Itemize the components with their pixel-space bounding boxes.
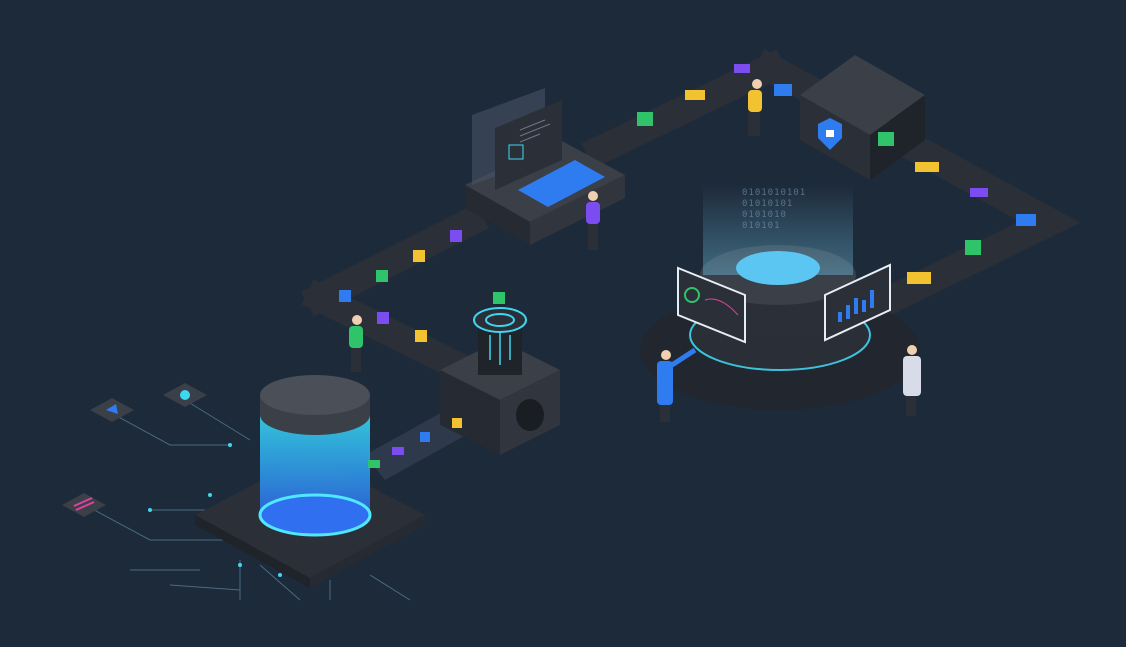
person-labcoat (903, 345, 921, 416)
person-purple (586, 191, 600, 250)
analytics-platform (640, 185, 920, 410)
person-yellow (748, 79, 762, 136)
people (349, 79, 921, 422)
binary-line: 0101010 (742, 210, 787, 220)
binary-line: 010101 (742, 221, 781, 231)
binary-line: 01010101 (742, 199, 794, 209)
circuit-lines (84, 399, 411, 601)
data-cubes (339, 64, 1036, 468)
binary-line: 0101010101 (742, 188, 807, 198)
floating-chips (62, 383, 207, 517)
database-cylinder (195, 375, 425, 588)
security-gateway (800, 55, 925, 180)
circuit-nodes (148, 443, 282, 577)
person-blue (657, 347, 697, 422)
processing-box (440, 307, 560, 455)
conveyor-belts (301, 49, 1081, 391)
terminal-workstation (465, 88, 625, 245)
person-green (349, 315, 363, 372)
